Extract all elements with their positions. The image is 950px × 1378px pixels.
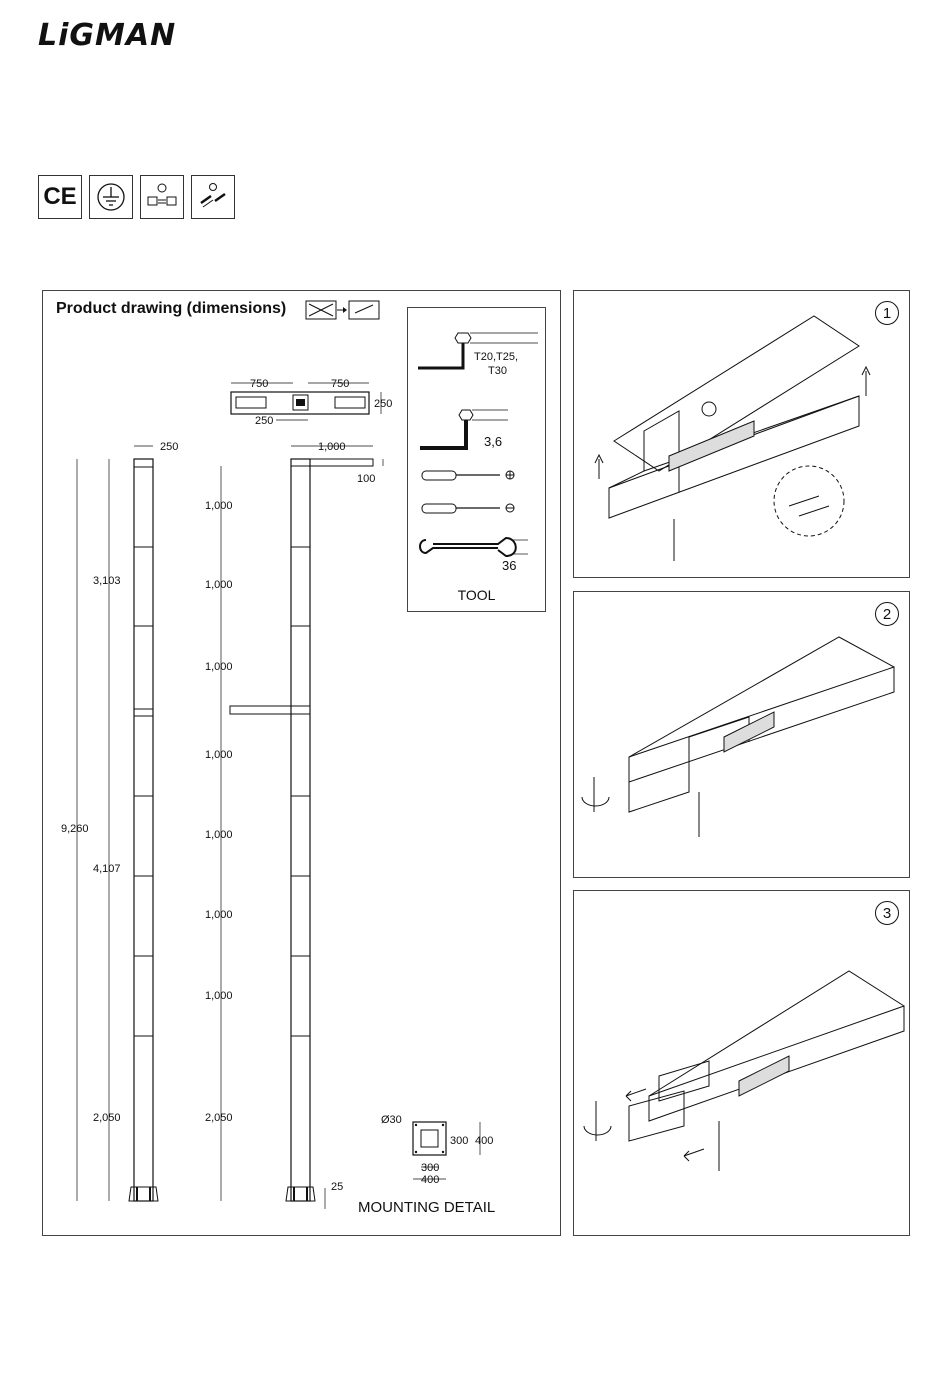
section-4-dim: 1,000 bbox=[205, 749, 233, 761]
mounting-detail-label: MOUNTING DETAIL bbox=[358, 1199, 495, 1216]
brand-logo: LiGMAN bbox=[38, 18, 176, 53]
section-6-dim: 1,000 bbox=[205, 909, 233, 921]
power-connection-icon bbox=[140, 175, 184, 219]
step-1-illustration bbox=[574, 291, 911, 579]
step-1-panel: 1 bbox=[573, 290, 910, 578]
cable-connection-icon bbox=[191, 175, 235, 219]
pole-width-dim: 250 bbox=[160, 441, 178, 453]
total-height-dim: 9,260 bbox=[61, 823, 89, 835]
ce-mark-icon: CE bbox=[38, 175, 82, 219]
tool-box: T20,T25, T30 3,6 bbox=[407, 307, 546, 612]
wrench-icon bbox=[420, 538, 528, 556]
arm-height-dim: 100 bbox=[357, 473, 375, 485]
rotate-view-icon bbox=[306, 301, 379, 319]
torx-sizes-line2: T30 bbox=[488, 365, 507, 377]
top-dim-right: 750 bbox=[331, 378, 349, 390]
section-7-dim: 1,000 bbox=[205, 990, 233, 1002]
product-drawing-panel: Product drawing (dimensions) 750 750 250 bbox=[42, 290, 561, 1236]
pole-left-elevation bbox=[129, 459, 158, 1201]
phillips-screwdriver-icon bbox=[422, 471, 514, 480]
section-5-dim: 1,000 bbox=[205, 829, 233, 841]
pole-right-elevation bbox=[230, 459, 373, 1201]
section-1-dim: 1,000 bbox=[205, 500, 233, 512]
outer-size-bottom-dim: 400 bbox=[421, 1174, 439, 1186]
step-3-illustration bbox=[574, 891, 911, 1237]
wrench-size-dim: 36 bbox=[502, 558, 516, 573]
section-3-dim: 1,000 bbox=[205, 661, 233, 673]
top-dim-center: 250 bbox=[255, 415, 273, 427]
top-dim-depth: 250 bbox=[374, 398, 392, 410]
segment-a-dim: 3,103 bbox=[93, 575, 121, 587]
torx-sizes-line1: T20,T25, bbox=[474, 351, 518, 363]
segment-c-dim: 2,050 bbox=[93, 1112, 121, 1124]
top-dim-left: 750 bbox=[250, 378, 268, 390]
certification-icons: CE bbox=[38, 175, 235, 219]
inner-spacing-dim: 300 bbox=[450, 1135, 468, 1147]
tools-drawing: T20,T25, T30 3,6 bbox=[408, 308, 547, 613]
arm-length-dim: 1,000 bbox=[318, 441, 346, 453]
ground-icon bbox=[89, 175, 133, 219]
hex-size-dim: 3,6 bbox=[484, 434, 502, 449]
outer-size-dim: 400 bbox=[475, 1135, 493, 1147]
step-3-panel: 3 bbox=[573, 890, 910, 1236]
section-2-dim: 1,000 bbox=[205, 579, 233, 591]
inner-spacing-bottom-dim: 300 bbox=[421, 1162, 439, 1174]
base-gap-dim: 25 bbox=[331, 1181, 343, 1193]
hole-diameter-dim: Ø30 bbox=[381, 1114, 402, 1126]
base-height-dim: 2,050 bbox=[205, 1112, 233, 1124]
flat-screwdriver-icon bbox=[422, 504, 514, 513]
step-2-panel: 2 bbox=[573, 591, 910, 878]
tool-label: TOOL bbox=[408, 587, 545, 603]
step-2-illustration bbox=[574, 592, 911, 879]
segment-b-dim: 4,107 bbox=[93, 863, 121, 875]
